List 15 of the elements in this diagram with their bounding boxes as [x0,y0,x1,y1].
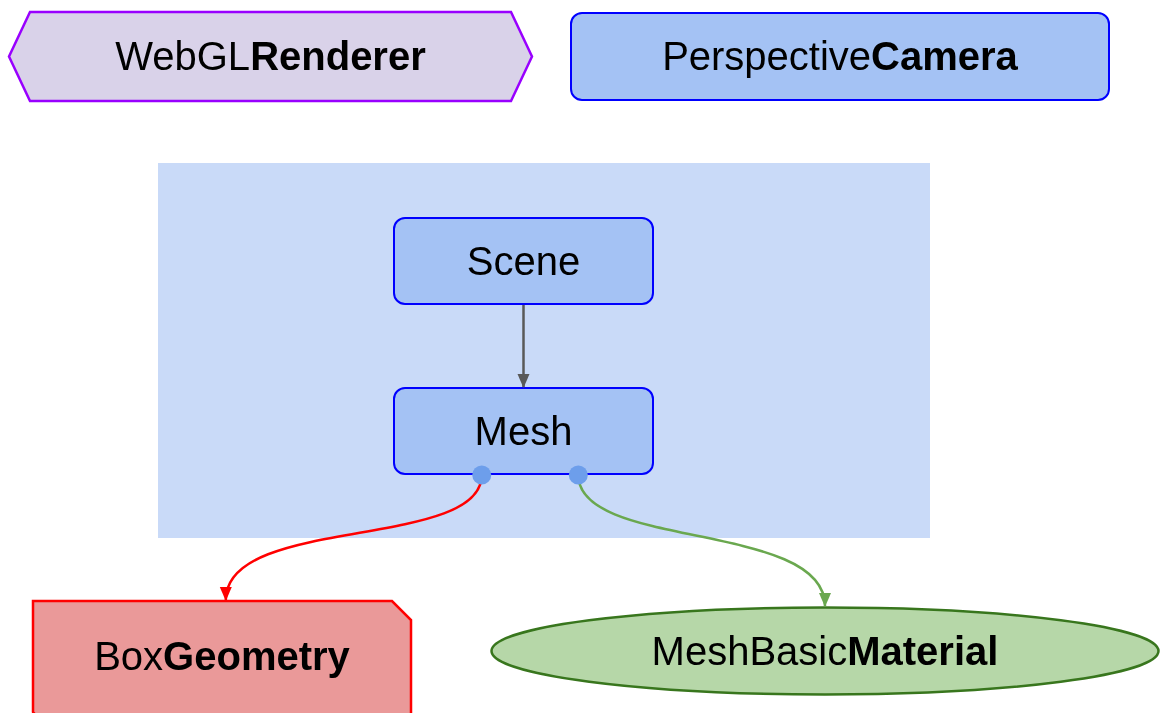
cut-corner-box [32,600,412,713]
group-panel [158,163,930,538]
rounded-box [393,217,654,305]
node-label: WebGLRenderer [115,34,426,79]
arrow [568,465,828,607]
hexagon-node [8,11,533,102]
arrow [517,305,530,388]
node-label: BoxGeometry [94,634,350,679]
rounded-box [570,12,1110,101]
node-label: Scene [466,238,581,284]
ellipse-node [490,606,1160,696]
node-label: MeshBasicMaterial [651,628,999,674]
node-label: PerspectiveCamera [662,34,1018,79]
node-label: Mesh [474,408,573,454]
rounded-box [393,387,654,475]
